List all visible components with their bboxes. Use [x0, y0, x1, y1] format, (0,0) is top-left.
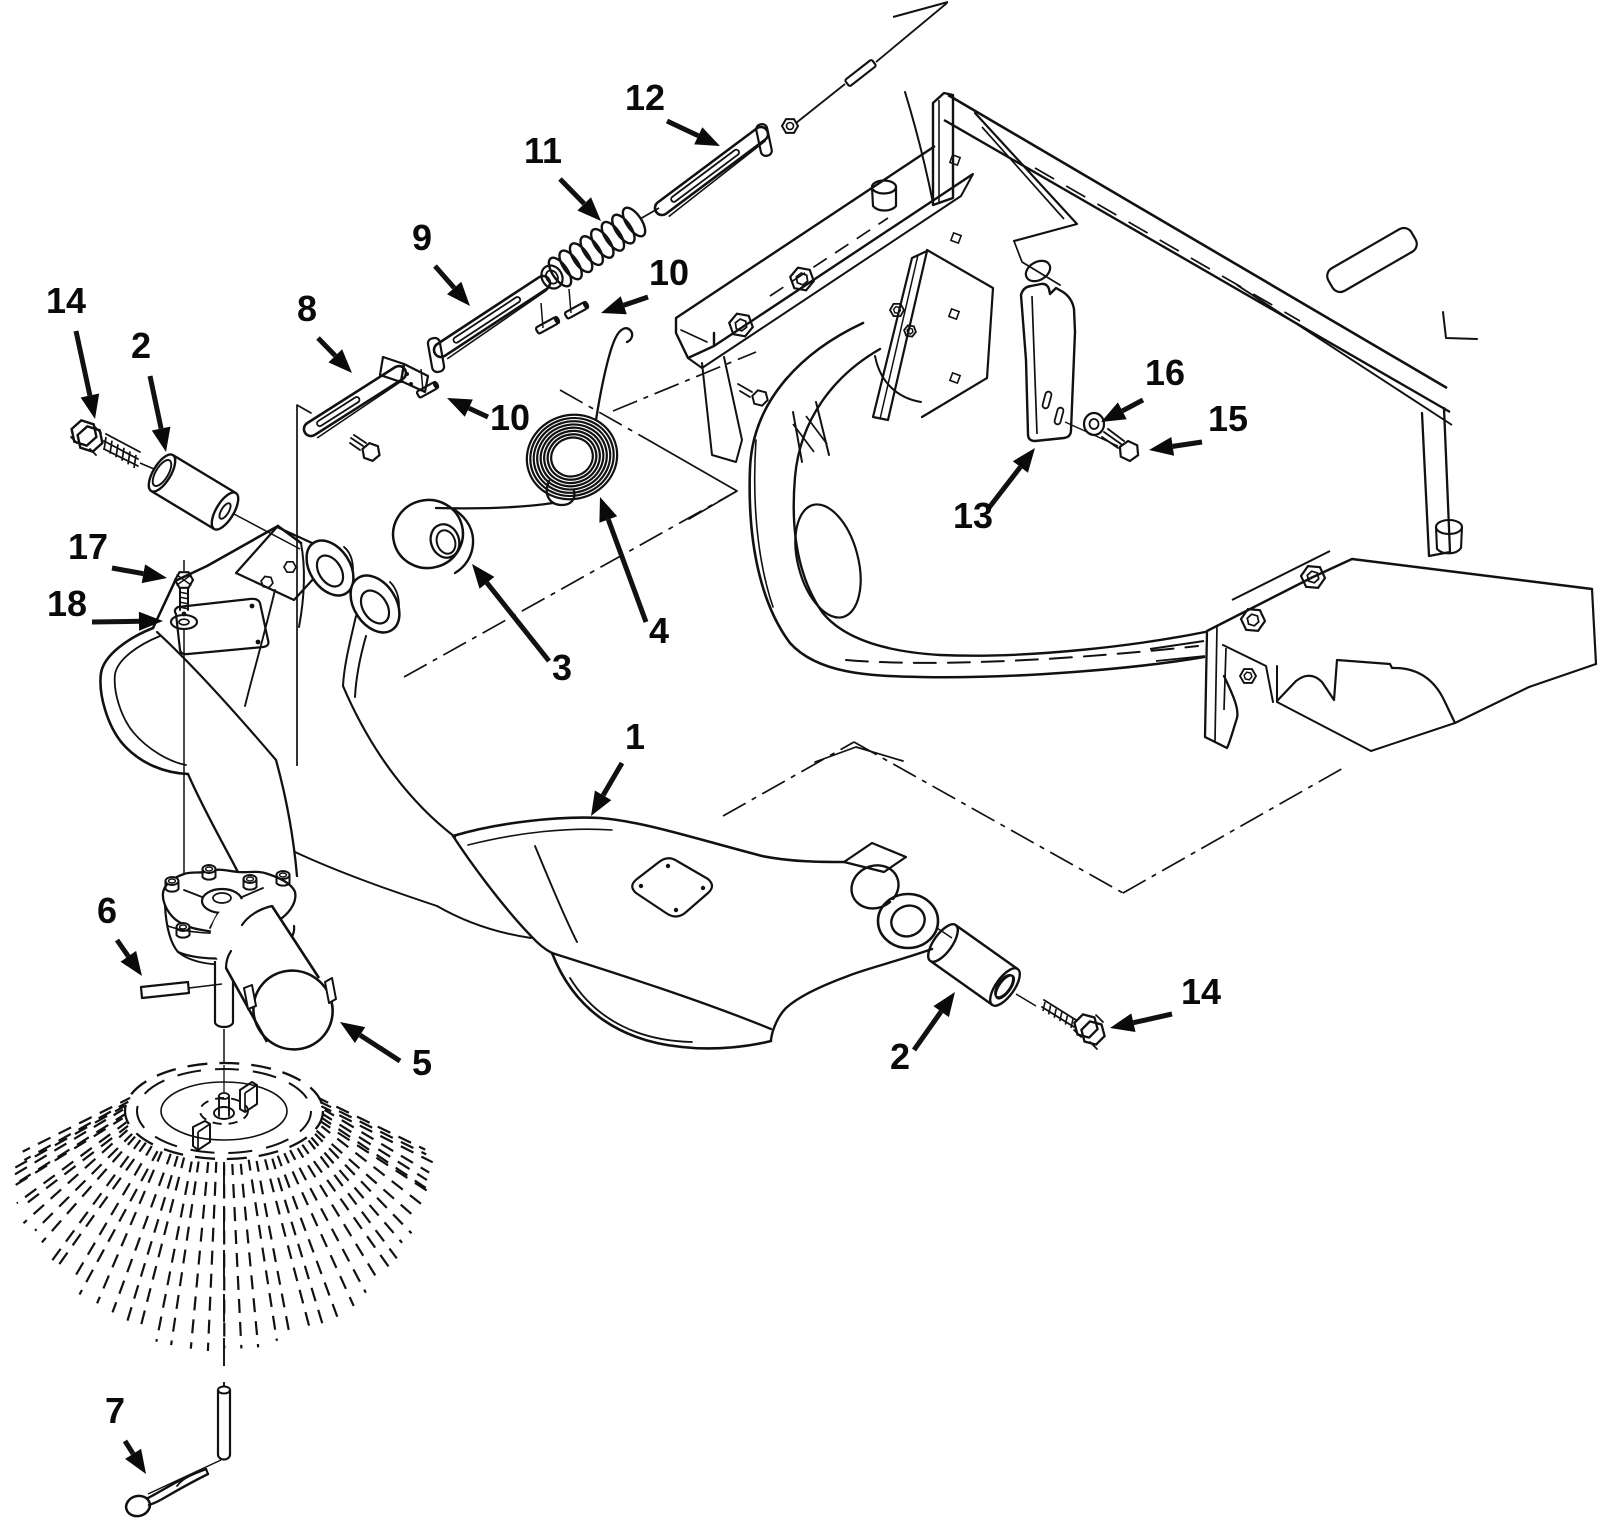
svg-text:15: 15 [1208, 398, 1248, 439]
svg-text:13: 13 [953, 495, 993, 536]
svg-text:7: 7 [105, 1390, 125, 1431]
svg-text:5: 5 [412, 1042, 432, 1083]
svg-text:18: 18 [47, 583, 87, 624]
svg-text:10: 10 [649, 252, 689, 293]
svg-text:2: 2 [890, 1036, 910, 1077]
svg-text:6: 6 [97, 890, 117, 931]
svg-text:2: 2 [131, 325, 151, 366]
svg-text:14: 14 [1181, 971, 1221, 1012]
svg-text:10: 10 [490, 397, 530, 438]
svg-text:16: 16 [1145, 352, 1185, 393]
svg-text:4: 4 [649, 610, 669, 651]
svg-text:3: 3 [552, 647, 572, 688]
svg-text:9: 9 [412, 217, 432, 258]
svg-text:12: 12 [625, 77, 665, 118]
svg-text:17: 17 [68, 526, 108, 567]
svg-text:14: 14 [46, 280, 86, 321]
svg-text:11: 11 [524, 130, 562, 171]
svg-text:8: 8 [297, 288, 317, 329]
svg-text:1: 1 [625, 716, 645, 757]
